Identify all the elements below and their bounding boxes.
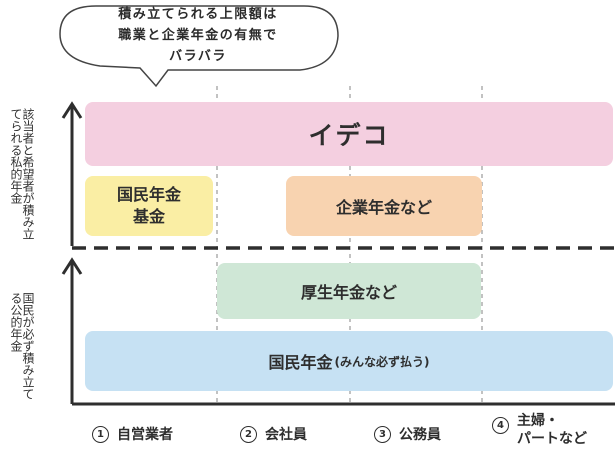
bubble-line-1: 積み立てられる上限額は [118,7,278,22]
category-4-labels: 主婦・ パートなど [517,412,587,448]
bubble-text: 積み立てられる上限額は 職業と企業年金の有無で バラバラ [70,4,326,67]
upper-axis-arrow-icon [61,101,83,119]
category-2: 2 会社員 [240,424,307,444]
category-4-label-line1: 主婦・ [517,413,559,429]
category-4-label-line2: パートなど [517,431,587,447]
category-3-label: 公務員 [399,427,441,443]
upper-axis-label: 該当者と希望者が積み立てられる私的年金 [9,108,35,240]
speech-bubble [59,5,339,88]
category-3-number: 3 [374,425,391,443]
category-1: 1 自営業者 [92,424,173,444]
category-4-number: 4 [492,417,509,434]
category-3: 3 公務員 [374,424,441,444]
ideco-label: イデコ [308,121,390,150]
category-1-number: 1 [92,425,109,443]
category-1-label: 自営業者 [117,427,173,443]
ideco-box: イデコ [85,102,613,166]
lower-axis-label: 国民が必ず積み立てる公的年金 [9,292,35,400]
kokumin-label: 国民年金 [268,353,333,372]
category-2-number: 2 [240,425,257,443]
kokumin-note: (みんな必ず払う) [334,354,430,369]
kokumin-nenkin-box: 国民年金(みんな必ず払う) [85,331,613,391]
kosei-label: 厚生年金など [300,283,397,302]
bubble-line-2: 職業と企業年金の有無で [118,28,278,43]
category-2-label: 会社員 [265,427,307,443]
kokumin-kikin-box: 国民年金 基金 [85,176,213,236]
kokumin-kikin-line2: 基金 [132,207,165,226]
lower-axis-arrow-icon [61,257,83,275]
category-4: 4 主婦・ パートなど [492,412,587,448]
kigyo-label: 企業年金など [335,198,432,217]
bubble-line-3: バラバラ [169,49,227,64]
kosei-nenkin-box: 厚生年金など [217,263,481,319]
kigyo-nenkin-box: 企業年金など [286,176,482,236]
kokumin-kikin-line1: 国民年金 [116,185,181,204]
